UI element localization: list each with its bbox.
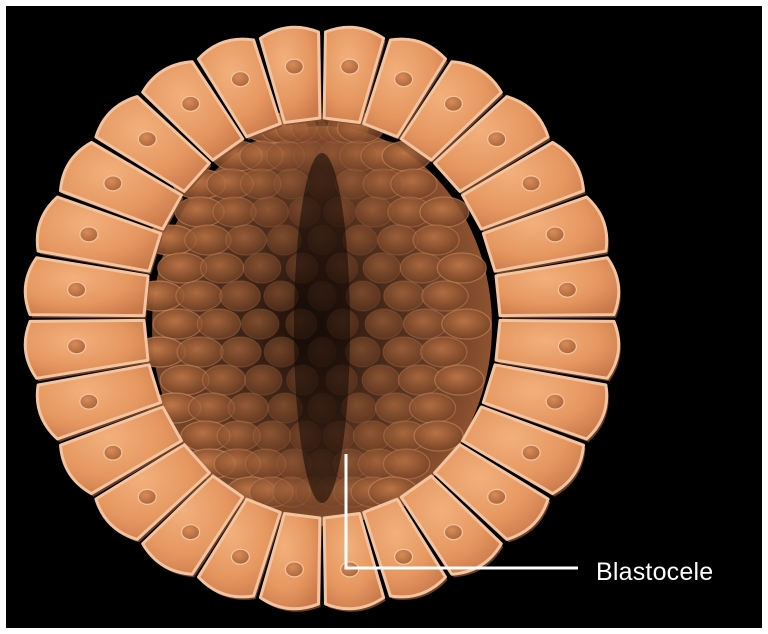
cell-nucleus: [138, 132, 156, 147]
cell-nucleus: [546, 227, 564, 242]
inner-cell: [363, 253, 400, 283]
cell-nucleus: [522, 176, 540, 191]
inner-cell: [158, 253, 207, 283]
cell-nucleus: [231, 72, 249, 87]
cell-nucleus: [444, 96, 462, 111]
cell-nucleus: [138, 489, 156, 504]
inner-cell: [267, 225, 301, 255]
inner-cell: [409, 393, 455, 423]
cell-nucleus: [104, 176, 122, 191]
cell-nucleus: [80, 394, 98, 409]
cell-nucleus: [80, 227, 98, 242]
cell-nucleus: [182, 96, 200, 111]
blastula-illustration: [6, 6, 762, 628]
inner-cell: [243, 253, 280, 283]
blastocele-label: Blastocele: [596, 558, 713, 587]
inner-cell: [202, 365, 245, 395]
inner-cell: [343, 225, 377, 255]
cell-nucleus: [558, 282, 576, 297]
inner-cell: [362, 365, 399, 395]
cell-nucleus: [444, 525, 462, 540]
inner-cell: [422, 281, 468, 311]
inner-cell: [213, 197, 256, 227]
inner-cell: [437, 253, 486, 283]
cell-nucleus: [68, 282, 86, 297]
inner-cell: [245, 365, 282, 395]
inner-cell: [383, 337, 423, 367]
inner-cell: [197, 309, 240, 339]
inner-cell: [421, 337, 467, 367]
cell-nucleus: [488, 489, 506, 504]
inner-cell: [220, 281, 260, 311]
cell-nucleus: [182, 525, 200, 540]
inner-cell: [264, 337, 298, 367]
inner-cell: [420, 197, 469, 227]
inner-cell: [391, 169, 437, 199]
inner-cell: [414, 421, 463, 451]
cell-nucleus: [341, 59, 359, 74]
inner-cell: [242, 309, 279, 339]
cell-nucleus: [104, 445, 122, 460]
cell-nucleus: [558, 339, 576, 354]
inner-cell: [378, 225, 418, 255]
inner-cell: [346, 281, 380, 311]
inner-cell: [365, 309, 402, 339]
inner-cell: [384, 281, 424, 311]
inner-cell: [442, 309, 491, 339]
cell-nucleus: [488, 132, 506, 147]
inner-cell: [228, 393, 268, 423]
inner-cell: [384, 449, 430, 479]
inner-cell: [253, 421, 290, 451]
inner-cell: [435, 365, 484, 395]
cell-nucleus: [395, 549, 413, 564]
inner-cell: [221, 337, 261, 367]
cell-nucleus: [68, 339, 86, 354]
cell-nucleus: [231, 549, 249, 564]
inner-cell: [404, 309, 447, 339]
inner-cell: [413, 225, 459, 255]
inner-cell: [345, 337, 379, 367]
inner-cell: [153, 309, 202, 339]
inner-cell: [177, 337, 223, 367]
inner-cell: [274, 169, 308, 199]
cell-nucleus: [395, 72, 413, 87]
inner-cell: [251, 197, 288, 227]
inner-cell: [185, 225, 231, 255]
inner-cell: [176, 281, 222, 311]
cell-nucleus: [285, 59, 303, 74]
inner-cell: [226, 225, 266, 255]
cell-nucleus: [522, 445, 540, 460]
inner-cell: [201, 253, 244, 283]
inner-cell: [264, 281, 298, 311]
cavity-shadow: [294, 153, 350, 503]
cell-nucleus: [285, 562, 303, 577]
cell-nucleus: [546, 394, 564, 409]
diagram-canvas: Blastocele: [6, 6, 762, 628]
